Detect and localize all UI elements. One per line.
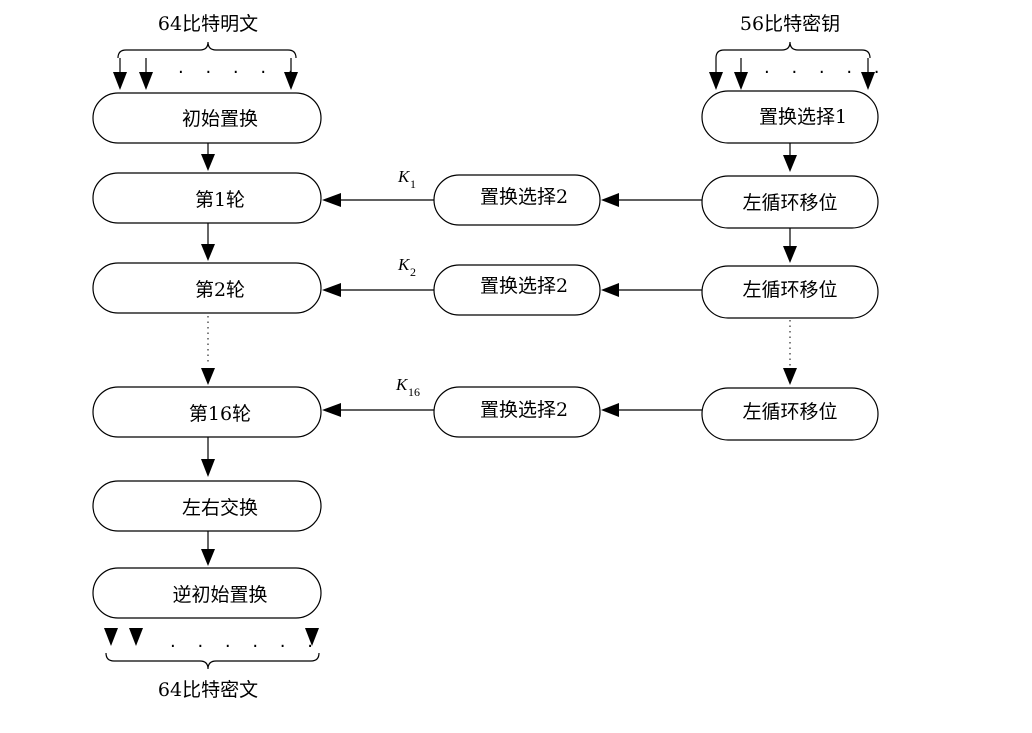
round-1-label: 第1轮 (195, 189, 245, 211)
plaintext-brace (117, 41, 297, 59)
round-16-box (92, 386, 322, 438)
pc2-1-label: 置换选择2 (480, 186, 568, 208)
subkey-k2-label: K 2 (397, 255, 416, 279)
arrow-shift1-to-shift2 (783, 246, 797, 263)
inverse-ip-box (92, 567, 322, 619)
shift-1-label: 左循环移位 (742, 192, 837, 214)
arrow-ip-to-round1 (201, 154, 215, 171)
plaintext-arrows (113, 58, 298, 90)
arrow-round16-to-swap (201, 459, 215, 477)
arrow-round1-to-round2 (201, 244, 215, 261)
shift-16-box (701, 387, 879, 441)
ciphertext-brace (105, 652, 320, 670)
key-brace (715, 41, 871, 59)
arrow-to-round16 (201, 368, 215, 385)
svg-text:16: 16 (408, 385, 420, 399)
svg-text:1: 1 (410, 177, 416, 191)
key-arrows (709, 58, 875, 90)
round-2-box (92, 262, 322, 314)
arrow-swap-to-inverse (201, 549, 215, 566)
initial-permutation-box (92, 92, 322, 144)
initial-permutation-label: 初始置换 (182, 108, 258, 130)
arrow-pc1-to-shift1 (783, 155, 797, 172)
subkey-k16-label: K 16 (395, 375, 420, 399)
arrow-to-shift16 (783, 368, 797, 385)
shift-2-box (701, 265, 879, 319)
arrow-shift2-to-pc2-2 (601, 283, 619, 297)
svg-text:2: 2 (410, 265, 416, 279)
round-2-label: 第2轮 (195, 279, 245, 301)
swap-box (92, 480, 322, 532)
key-dots: · · · · · (764, 62, 888, 83)
plaintext-label: 64比特明文 (158, 13, 258, 35)
svg-text:K: K (395, 375, 409, 394)
shift-2-label: 左循环移位 (742, 279, 837, 301)
ciphertext-dots: · · · · · · (170, 636, 321, 657)
pc2-16-label: 置换选择2 (480, 399, 568, 421)
subkey-k1-label: K 1 (397, 167, 416, 191)
plaintext-dots: · · · · · (178, 62, 302, 83)
shift-16-label: 左循环移位 (742, 401, 837, 423)
key-label: 56比特密钥 (740, 13, 840, 35)
pc2-2-label: 置换选择2 (480, 275, 568, 297)
inverse-ip-label: 逆初始置换 (172, 584, 267, 606)
arrow-pc2-16-to-round16 (322, 403, 341, 417)
round-16-label: 第16轮 (189, 403, 251, 425)
arrow-shift16-to-pc2-16 (601, 403, 619, 417)
arrow-pc2-2-to-round2 (322, 283, 341, 297)
svg-text:K: K (397, 255, 411, 274)
round-1-box (92, 172, 322, 224)
ciphertext-label: 64比特密文 (158, 679, 258, 701)
pc1-label: 置换选择1 (759, 106, 847, 128)
svg-text:K: K (397, 167, 411, 186)
swap-label: 左右交换 (182, 497, 258, 519)
pc2-16-box (433, 386, 601, 438)
ciphertext-arrows (104, 628, 319, 646)
arrow-shift1-to-pc2-1 (601, 193, 619, 207)
arrow-pc2-1-to-round1 (322, 193, 341, 207)
